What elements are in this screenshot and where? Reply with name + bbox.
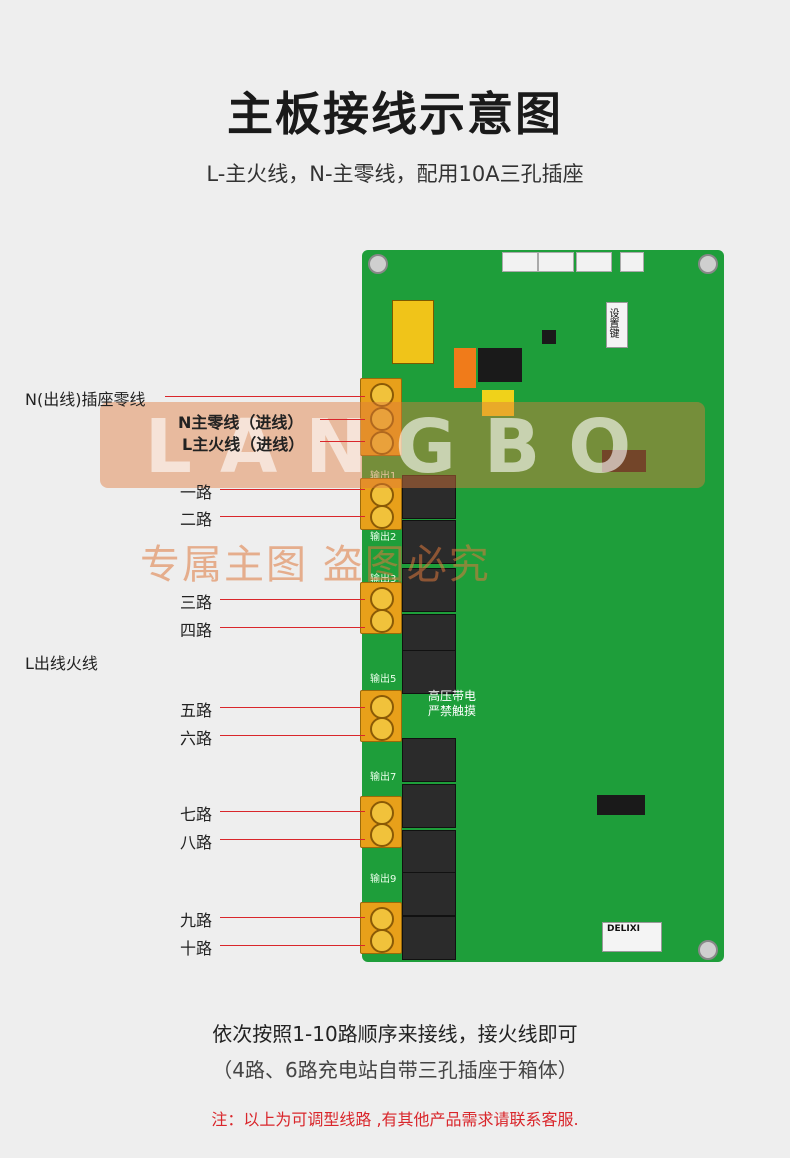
brand-sticker xyxy=(602,922,662,952)
terminal-block-5-6 xyxy=(360,690,402,742)
label-n-in: N主零线（进线） xyxy=(178,413,304,432)
setting-key-label: 设置键 xyxy=(607,308,618,338)
label-ch10: 十路 xyxy=(180,939,213,958)
relay xyxy=(402,520,456,564)
pointer-line xyxy=(220,811,365,812)
screw-icon xyxy=(370,695,394,719)
label-ch5: 五路 xyxy=(180,701,213,720)
label-ch8: 八路 xyxy=(180,833,213,852)
output-label: 输出1 xyxy=(370,467,396,482)
instruction-note: （4路、6路充电站自带三孔插座于箱体） xyxy=(212,1058,578,1082)
relay xyxy=(402,830,456,874)
label-ch7: 七路 xyxy=(180,805,213,824)
label-ch1: 一路 xyxy=(180,483,213,502)
label-l-in: L主火线（进线） xyxy=(182,435,305,454)
screw-icon xyxy=(370,383,394,407)
output-label: 输出9 xyxy=(370,874,397,885)
pointer-line xyxy=(220,627,365,628)
output-label: 输出5 xyxy=(370,674,397,685)
terminal-block-input xyxy=(360,378,402,456)
watermark-logo: LANGBO xyxy=(100,402,705,488)
screw-icon xyxy=(370,929,394,953)
label-ch3: 三路 xyxy=(180,593,213,612)
screw-icon xyxy=(370,505,394,529)
ic-chip xyxy=(542,330,556,344)
pointer-line xyxy=(320,441,365,442)
pcb-board: 设置键 输出1 输出2 输出3 输出5 输出7 输出9 高压带电 严禁触摸 DE… xyxy=(362,250,724,962)
instruction-line: 依次按照1-10路顺序来接线，接火线即可 xyxy=(212,1022,578,1046)
mount-hole-icon xyxy=(698,940,718,960)
mount-hole-icon xyxy=(368,254,388,274)
screw-icon xyxy=(370,823,394,847)
relay xyxy=(402,738,456,782)
pointer-line xyxy=(220,735,365,736)
pointer-line xyxy=(220,489,365,490)
warning-text: 高压带电 xyxy=(428,689,477,703)
label-n-out: N(出线)插座零线 xyxy=(25,390,146,409)
terminal-block-1-2 xyxy=(360,478,402,530)
watermark-text: 专属主图 盗图必究 xyxy=(140,542,491,588)
terminal-block-3-4 xyxy=(360,582,402,634)
label-l-out: L出线火线 xyxy=(25,654,98,673)
terminal-block-9-10 xyxy=(360,902,402,954)
header-connector xyxy=(538,252,574,272)
disclaimer-note: 注：以上为可调型线路 ,有其他产品需求请联系客服. xyxy=(211,1110,579,1129)
capacitor-orange xyxy=(454,348,476,388)
pointer-line xyxy=(220,516,365,517)
setting-button xyxy=(606,302,628,348)
label-ch2: 二路 xyxy=(180,510,213,529)
page-title: 主板接线示意图 xyxy=(227,87,563,141)
label-ch6: 六路 xyxy=(180,729,213,748)
pointer-line xyxy=(220,707,365,708)
terminal-block-7-8 xyxy=(360,796,402,848)
screw-icon xyxy=(370,587,394,611)
pointer-line xyxy=(220,917,365,918)
warning-text: 严禁触摸 xyxy=(428,704,477,718)
pointer-line xyxy=(220,839,365,840)
pointer-line xyxy=(320,419,365,420)
screw-icon xyxy=(370,407,394,431)
page-subtitle: L-主火线，N-主零线，配用10A三孔插座 xyxy=(206,162,584,186)
header-connector xyxy=(502,252,538,272)
ic-chip xyxy=(597,795,645,815)
relay xyxy=(402,650,456,694)
pointer-line xyxy=(220,599,365,600)
screw-icon xyxy=(370,907,394,931)
relay xyxy=(402,568,456,612)
ic-chip xyxy=(602,450,646,472)
screw-icon xyxy=(370,431,394,455)
relay xyxy=(402,475,456,519)
output-label: 输出3 xyxy=(370,574,397,585)
label-ch4: 四路 xyxy=(180,621,213,640)
header-connector xyxy=(620,252,644,272)
label-ch9: 九路 xyxy=(180,911,213,930)
pointer-line xyxy=(220,945,365,946)
header-connector xyxy=(576,252,612,272)
transformer xyxy=(392,300,434,364)
watermark-logo-text: LANGBO xyxy=(145,404,659,488)
relay xyxy=(402,916,456,960)
capacitor-yellow xyxy=(482,390,514,416)
output-label: 输出2 xyxy=(370,532,397,543)
relay xyxy=(402,784,456,828)
mount-hole-icon xyxy=(698,254,718,274)
inductor xyxy=(478,348,522,382)
relay xyxy=(402,872,456,916)
output-label: 输出7 xyxy=(370,772,397,783)
pointer-line xyxy=(165,396,365,397)
screw-icon xyxy=(370,801,394,825)
screw-icon xyxy=(370,609,394,633)
brand-label: DELIXI xyxy=(607,924,640,934)
screw-icon xyxy=(370,717,394,741)
